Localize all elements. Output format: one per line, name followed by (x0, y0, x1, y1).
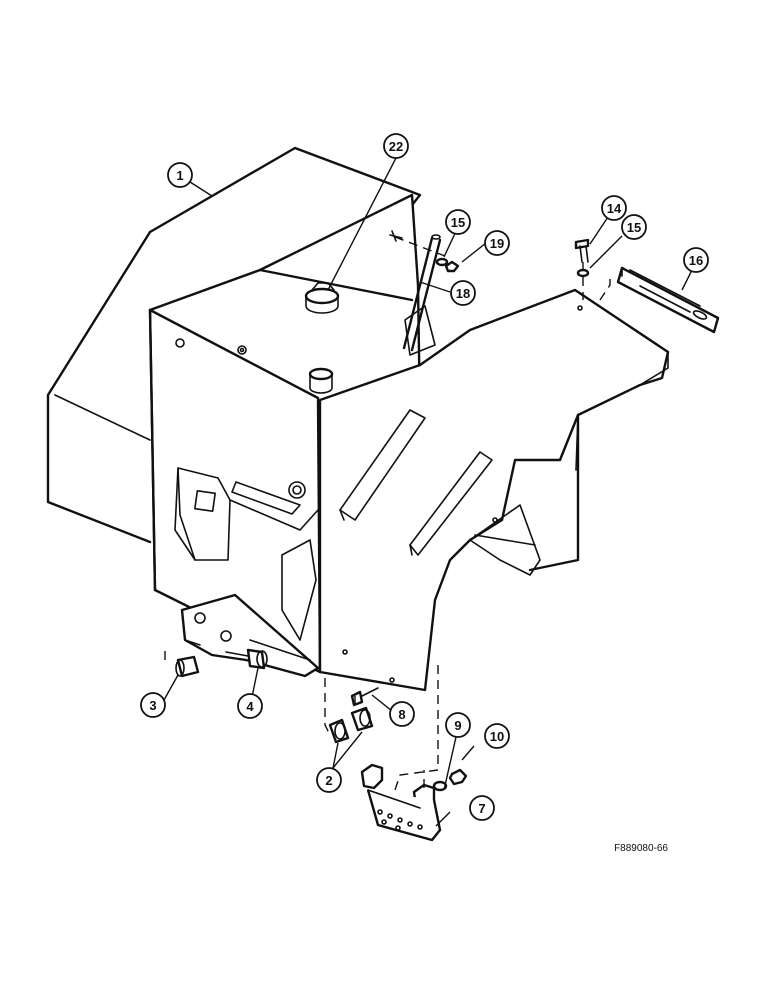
bushings-2-part (328, 706, 374, 744)
svg-text:15: 15 (451, 215, 465, 230)
callout-19: 19 (484, 230, 510, 256)
filler-neck-part (308, 367, 334, 394)
svg-text:9: 9 (454, 718, 461, 733)
bolt-14-part (574, 238, 590, 263)
assembly-lines (164, 236, 611, 791)
step-7-part (360, 763, 442, 842)
callout-16: 16 (683, 247, 709, 273)
svg-text:3: 3 (149, 698, 156, 713)
svg-text:4: 4 (246, 699, 254, 714)
callout-14: 14 (601, 195, 627, 221)
nut-10-part (448, 768, 468, 786)
callout-8: 8 (389, 701, 415, 727)
callout-3: 3 (140, 692, 166, 718)
filler-cap-part (304, 282, 340, 314)
leader-lines (163, 157, 693, 827)
vent-pipe-part (402, 234, 442, 356)
svg-text:14: 14 (607, 201, 622, 216)
callout-22: 22 (383, 133, 409, 159)
svg-text:8: 8 (398, 707, 405, 722)
figure-reference-code: F889080-66 (614, 843, 668, 854)
callout-1: 1 (167, 162, 193, 188)
callout-15-upper: 15 (445, 209, 471, 235)
callout-18: 18 (450, 280, 476, 306)
plate-16-part (616, 266, 720, 334)
callout-15-right: 15 (621, 214, 647, 240)
svg-text:22: 22 (389, 139, 403, 154)
svg-text:1: 1 (176, 168, 183, 183)
svg-text:10: 10 (490, 729, 504, 744)
bushing-3-part (175, 655, 200, 678)
callout-10: 10 (484, 723, 510, 749)
callout-4: 4 (237, 693, 263, 719)
callout-9: 9 (445, 712, 471, 738)
rear-cover-part (46, 146, 422, 544)
svg-text:7: 7 (478, 801, 485, 816)
svg-text:19: 19 (490, 236, 504, 251)
bolt-4-part (225, 648, 268, 670)
washer-15-upper-part (435, 257, 460, 273)
svg-text:15: 15 (627, 220, 641, 235)
mounting-bracket-part (180, 593, 320, 678)
svg-text:18: 18 (456, 286, 470, 301)
callout-2: 2 (316, 767, 342, 793)
washer-9-part (432, 780, 448, 792)
fender-part (318, 288, 670, 692)
svg-text:16: 16 (689, 253, 703, 268)
screw-19-part (389, 230, 403, 242)
svg-text:2: 2 (325, 773, 332, 788)
callout-7: 7 (469, 795, 495, 821)
